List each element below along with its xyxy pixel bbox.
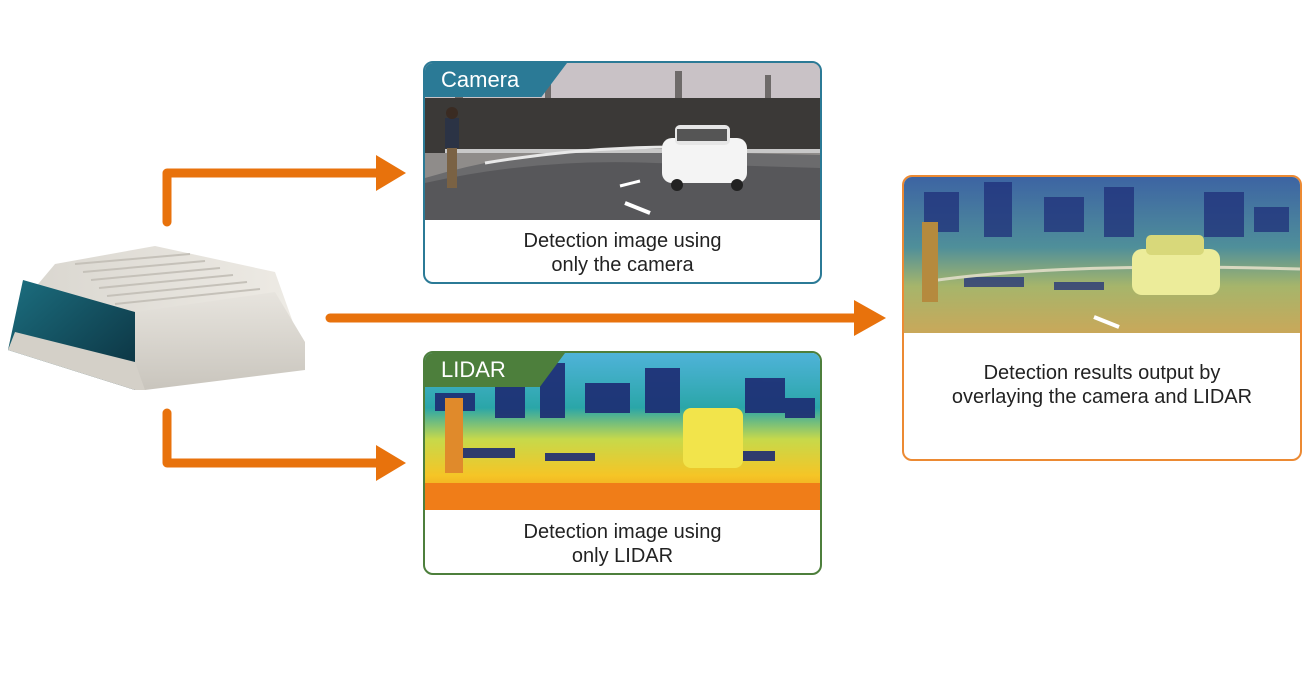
lidar-caption: Detection image using only LIDAR xyxy=(425,520,820,568)
arrow-to-camera xyxy=(162,168,385,227)
camera-detection-image xyxy=(425,63,820,220)
camera-caption-line1: Detection image using xyxy=(523,230,722,252)
lidar-detection-panel: LIDAR Detection image using only LIDAR xyxy=(423,351,822,575)
fused-caption: Detection results output by overlaying t… xyxy=(904,361,1300,409)
arrowhead-lidar xyxy=(376,445,406,481)
camera-detection-panel: Camera Detection image using only the ca… xyxy=(423,61,822,284)
camera-tab-label: Camera xyxy=(425,63,567,97)
lidar-tab-label: LIDAR xyxy=(425,353,565,387)
camera-caption: Detection image using only the camera xyxy=(425,229,820,277)
arrowhead-camera xyxy=(376,155,406,191)
arrow-to-lidar xyxy=(162,408,385,468)
lidar-caption-line2: only LIDAR xyxy=(571,545,674,567)
camera-caption-line2: only the camera xyxy=(551,254,694,276)
fused-detection-panel: Detection results output by overlaying t… xyxy=(902,175,1302,461)
lidar-caption-line1: Detection image using xyxy=(523,521,722,543)
fused-caption-line2: overlaying the camera and LIDAR xyxy=(951,386,1253,408)
sensor-device-icon xyxy=(8,246,305,390)
fused-caption-line1: Detection results output by xyxy=(983,362,1221,384)
fused-detection-image xyxy=(904,177,1300,333)
arrowhead-fused xyxy=(854,300,886,336)
